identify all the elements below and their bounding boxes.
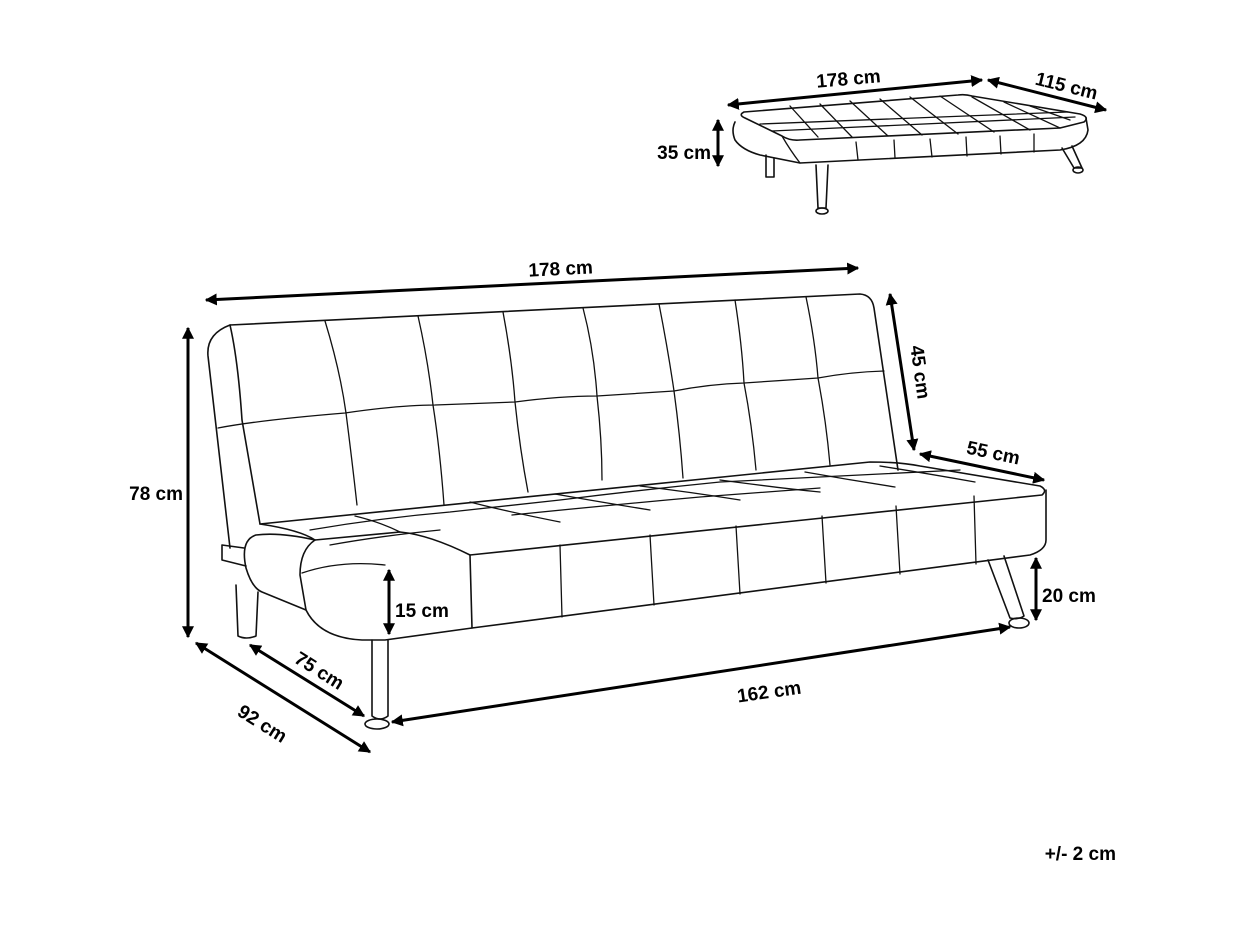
bed-tufting (759, 95, 1076, 138)
dim-total-depth-arrow (194, 641, 372, 754)
dim-bed-length-arrow (726, 75, 984, 110)
bed-legs (765, 145, 1084, 215)
dimension-lines (182, 75, 1108, 754)
sofa-seat-top (259, 461, 1046, 556)
sofa-backrest (207, 293, 899, 549)
label-total-height: 78 cm (129, 484, 183, 505)
sofa-backrest-seam (217, 370, 885, 429)
dim-bed-width-arrow (986, 76, 1108, 114)
label-total-depth: 92 cm (234, 701, 291, 747)
dim-sofa-length-arrow (204, 262, 860, 306)
dim-leg-span-arrow (390, 622, 1012, 727)
label-bed-height: 35 cm (657, 143, 711, 164)
dim-seat-depth-arrow (918, 450, 1046, 484)
sofa-side-frame (221, 544, 247, 567)
bed-illustration (732, 93, 1089, 215)
label-seat-thickness: 15 cm (395, 601, 449, 622)
bed-mattress-top (740, 93, 1088, 141)
sofa-seat-front-right (471, 489, 1047, 629)
sofa-seat-tufting (309, 465, 976, 546)
dim-backrest-height-arrow (885, 292, 919, 452)
sofa-front-seams (301, 495, 977, 618)
sofa-backrest-inner-edge (229, 324, 261, 525)
sofa-seat-left-arm (243, 533, 316, 611)
sofa-seat-front (299, 539, 473, 641)
bed-front-seams (855, 133, 1035, 161)
label-leg-span: 162 cm (736, 678, 803, 708)
sofa-backrest-seams (324, 296, 831, 506)
label-leg-height: 20 cm (1042, 586, 1096, 607)
label-sofa-length: 178 cm (528, 257, 593, 281)
dimension-labels: 178 cm 115 cm 35 cm 178 cm 45 cm 55 cm 7… (129, 66, 1116, 865)
label-backrest-height: 45 cm (905, 344, 933, 400)
bed-mattress-front-edge (781, 135, 801, 164)
sofa-illustration (207, 293, 1047, 730)
tolerance-note: +/- 2 cm (1045, 844, 1116, 865)
label-bed-length: 178 cm (816, 66, 882, 93)
bed-mattress-front (732, 117, 1089, 164)
